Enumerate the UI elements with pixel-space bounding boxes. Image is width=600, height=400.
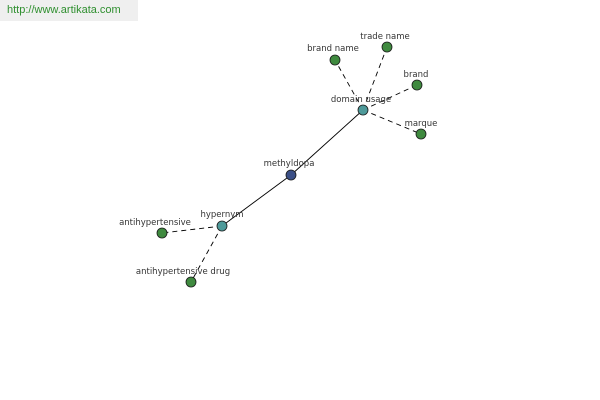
- node-hypernym[interactable]: [216, 220, 228, 232]
- node-label-trade-name: trade name: [360, 32, 409, 42]
- node-label-domain-usage: domain usage: [331, 95, 391, 105]
- edge-hypernym-to-antihypertensive-drug: [190, 225, 223, 283]
- edge-hypernym-to-antihypertensive: [161, 225, 223, 234]
- node-antihypertensive[interactable]: [156, 227, 168, 239]
- edge-domain-usage-to-brand: [362, 84, 418, 111]
- node-label-marque: marque: [405, 119, 438, 129]
- labels-layer: methyldopa domain usage hypernym brand name…: [119, 32, 437, 277]
- edge-domain-usage-to-marque: [362, 109, 422, 135]
- node-label-brand: brand: [404, 70, 429, 80]
- node-domain-usage[interactable]: [357, 104, 369, 116]
- node-trade-name[interactable]: [381, 41, 393, 53]
- node-antihypertensive-drug[interactable]: [185, 276, 197, 288]
- edge-domain-usage-to-brand-name: [334, 59, 364, 111]
- edges-layer: [161, 46, 422, 283]
- source-url-link[interactable]: http://www.artikata.com: [7, 4, 121, 16]
- node-marque[interactable]: [415, 128, 427, 140]
- node-label-antihypertensive-drug: antihypertensive drug: [136, 267, 230, 277]
- node-label-methyldopa: methyldopa: [264, 159, 315, 169]
- node-methyldopa[interactable]: [285, 169, 297, 181]
- node-label-brand-name: brand name: [307, 44, 359, 54]
- edge-domain-usage-to-trade-name: [362, 46, 388, 111]
- edge-methyldopa-to-hypernym: [221, 174, 292, 227]
- node-label-antihypertensive: antihypertensive: [119, 218, 191, 228]
- node-label-hypernym: hypernym: [200, 210, 243, 220]
- node-brand-name[interactable]: [329, 54, 341, 66]
- node-brand[interactable]: [411, 79, 423, 91]
- nodes-layer: [156, 41, 427, 288]
- url-banner: http://www.artikata.com: [0, 0, 138, 21]
- edge-methyldopa-to-domain-usage: [290, 109, 364, 176]
